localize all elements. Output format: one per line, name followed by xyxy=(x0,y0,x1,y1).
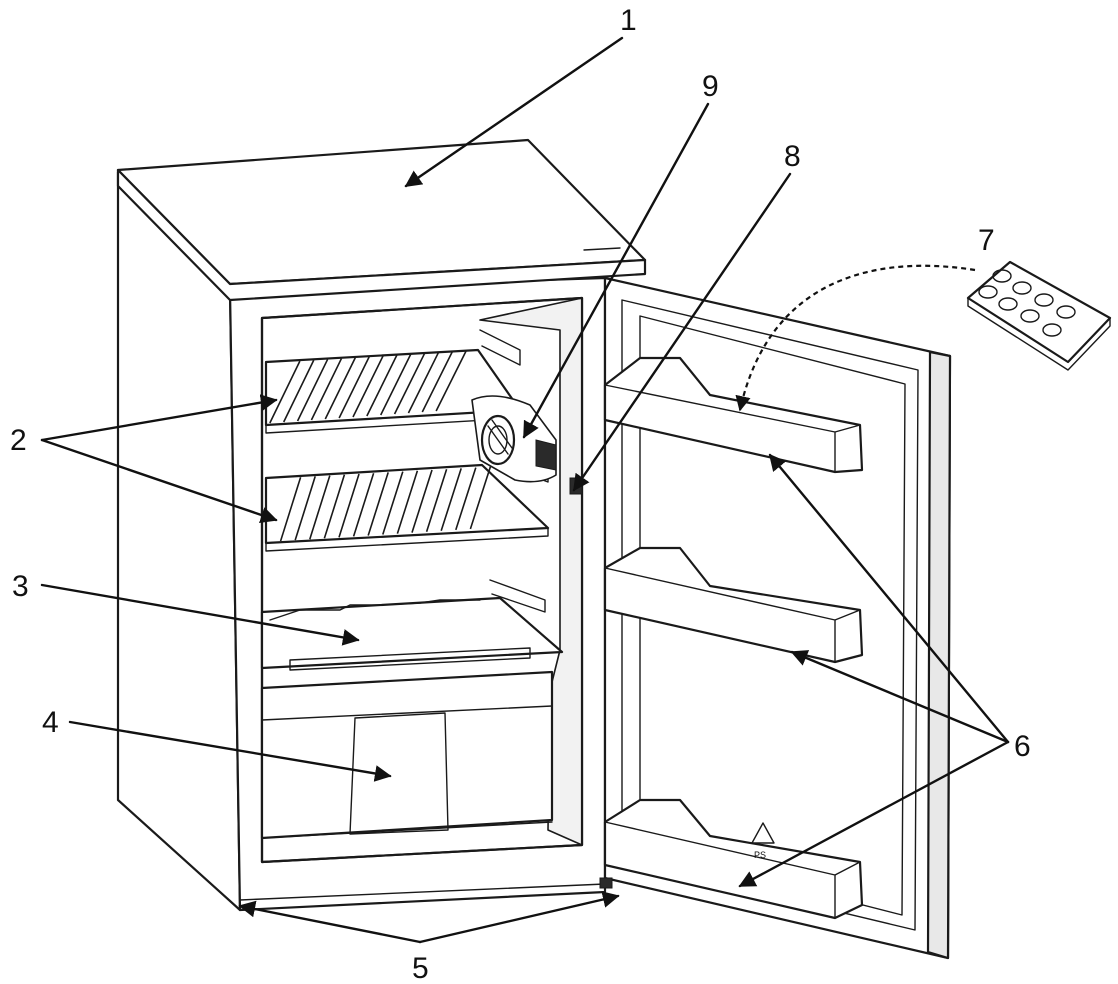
shelf-wire xyxy=(310,358,343,421)
egg-cup xyxy=(1012,281,1032,295)
callout-2: 2 xyxy=(10,424,27,457)
shelf-wire xyxy=(379,353,412,416)
door-balcony-bottom: PS xyxy=(603,798,864,920)
egg-cup xyxy=(1056,305,1076,319)
callout-1: 1 xyxy=(620,4,637,37)
callout-labels: 1 2 3 4 5 6 7 8 9 xyxy=(10,4,1031,984)
shelf-wire xyxy=(411,469,433,533)
shelf-wire xyxy=(309,475,331,540)
callout-7: 7 xyxy=(978,224,995,257)
door-balcony-middle xyxy=(603,546,864,664)
recycling-mark-text: PS xyxy=(754,850,766,860)
shelf-wire xyxy=(455,467,477,531)
shelf-wire xyxy=(338,356,370,419)
shelf-wire xyxy=(421,351,454,413)
shelf-wire xyxy=(440,468,462,532)
worktop-control xyxy=(583,247,621,251)
shelf-wire xyxy=(269,360,301,424)
worktop-edge xyxy=(116,168,647,302)
callout-5: 5 xyxy=(412,952,429,984)
shelf-wire xyxy=(469,466,492,530)
shelf-wire xyxy=(352,355,384,418)
shelf-wire xyxy=(382,471,404,535)
egg-cup xyxy=(1020,309,1040,323)
callout-3: 3 xyxy=(12,570,29,603)
shelf-wire xyxy=(435,350,467,412)
shelf-wire xyxy=(279,476,302,542)
shelf-wire xyxy=(352,472,375,537)
drawer-front-panel xyxy=(349,712,449,835)
callout-4: 4 xyxy=(42,706,59,739)
egg-cup xyxy=(998,297,1018,311)
glass-shelf-crisper-cover xyxy=(260,596,564,671)
egg-cup xyxy=(1042,323,1062,337)
shelf-wire xyxy=(393,353,426,415)
shelf-wire xyxy=(425,468,448,532)
shelf-wire xyxy=(338,473,360,538)
shelf-wire xyxy=(296,359,329,422)
shelf-wire xyxy=(366,354,398,417)
callout-8: 8 xyxy=(784,140,801,173)
egg-cup xyxy=(978,285,998,299)
leader-lines xyxy=(40,36,1010,944)
callout-6: 6 xyxy=(1014,730,1031,763)
egg-tray xyxy=(966,260,1112,371)
shelf-wire xyxy=(407,352,440,414)
recycling-triangle-icon xyxy=(751,822,775,844)
shelf-wire xyxy=(396,470,419,534)
shelf-wire xyxy=(323,474,346,539)
door-balcony-top xyxy=(603,356,864,474)
shelf-wire xyxy=(282,359,315,423)
egg-cup xyxy=(1034,293,1054,307)
callout-9: 9 xyxy=(702,70,719,103)
egg-cup xyxy=(992,269,1012,283)
shelf-wire xyxy=(367,472,389,536)
shelf-wire xyxy=(294,476,316,541)
shelf-wire xyxy=(324,357,357,420)
wire-shelf-lower xyxy=(264,463,550,552)
lower-hinge-icon xyxy=(599,877,613,889)
crisper-drawer xyxy=(260,670,554,840)
